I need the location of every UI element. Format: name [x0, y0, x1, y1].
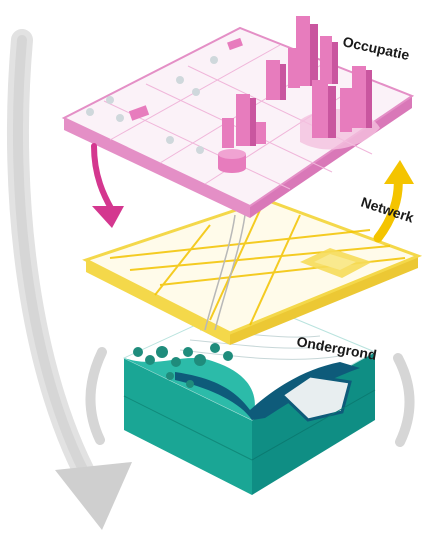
arrow-up-icon — [373, 160, 414, 243]
arrow-down-icon — [91, 143, 124, 228]
layer-occupatie — [61, 16, 415, 218]
side-bracket-left — [85, 347, 107, 445]
layer-ondergrond — [122, 299, 377, 495]
layer-netwerk — [82, 198, 423, 345]
tower-cluster — [222, 16, 372, 148]
label-occupatie: Occupatie — [341, 33, 411, 63]
curved-arrow-down-icon — [6, 29, 132, 530]
side-bracket-right — [393, 353, 415, 447]
